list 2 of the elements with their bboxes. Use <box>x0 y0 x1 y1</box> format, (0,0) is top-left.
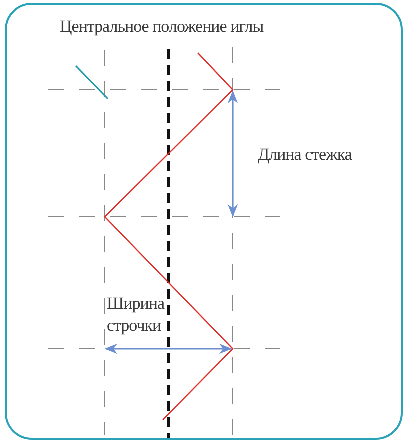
stitch-length-label: Длина стежка <box>258 144 354 166</box>
needle-position-label: Центральное положение иглы <box>60 16 265 38</box>
